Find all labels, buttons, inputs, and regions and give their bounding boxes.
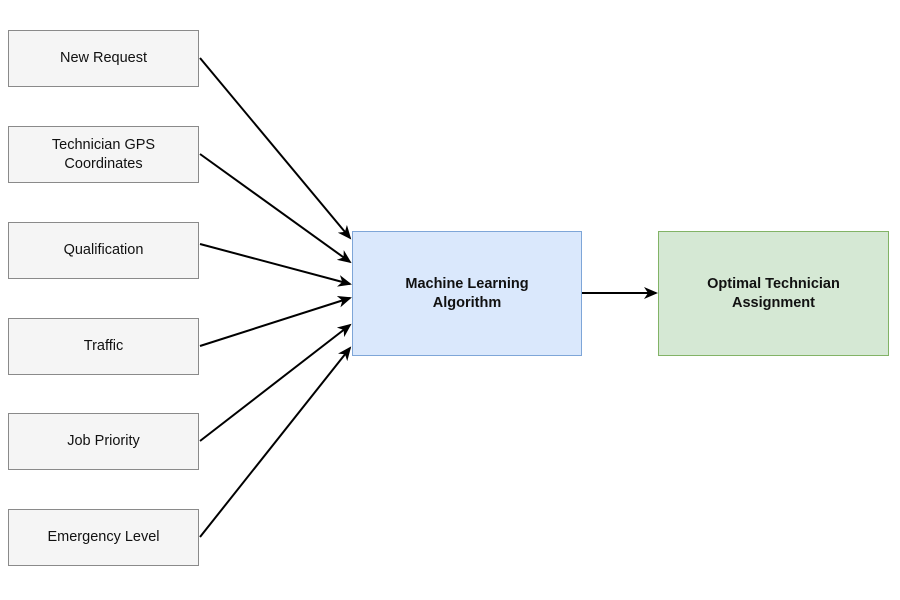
edge-new-request-to-algorithm: [199, 57, 352, 240]
edge-qualification-to-algorithm: [199, 243, 352, 287]
edge-emergency-level-to-algorithm: [199, 346, 352, 538]
input-node-traffic[interactable]: Traffic: [8, 318, 199, 375]
edge-job-priority-to-algorithm: [199, 323, 352, 442]
input-node-label: Technician GPS Coordinates: [51, 136, 156, 172]
input-node-label: New Request: [59, 50, 148, 67]
input-node-label: Emergency Level: [47, 529, 160, 546]
process-node-machine-learning-algorithm[interactable]: Machine Learning Algorithm: [352, 231, 582, 356]
input-node-job-priority[interactable]: Job Priority: [8, 413, 199, 470]
edge-gps-to-algorithm: [199, 153, 352, 264]
input-node-qualification[interactable]: Qualification: [8, 222, 199, 279]
process-node-label: Machine Learning Algorithm: [405, 275, 529, 311]
edge-traffic-to-algorithm: [199, 295, 352, 347]
input-node-label: Qualification: [63, 242, 144, 259]
output-node-label: Optimal Technician Assignment: [707, 275, 840, 311]
input-node-new-request[interactable]: New Request: [8, 30, 199, 87]
output-node-optimal-technician-assignment[interactable]: Optimal Technician Assignment: [658, 231, 889, 356]
input-node-technician-gps-coordinates[interactable]: Technician GPS Coordinates: [8, 126, 199, 183]
input-node-label: Traffic: [83, 338, 124, 355]
input-node-label: Job Priority: [67, 433, 140, 450]
input-node-emergency-level[interactable]: Emergency Level: [8, 509, 199, 566]
